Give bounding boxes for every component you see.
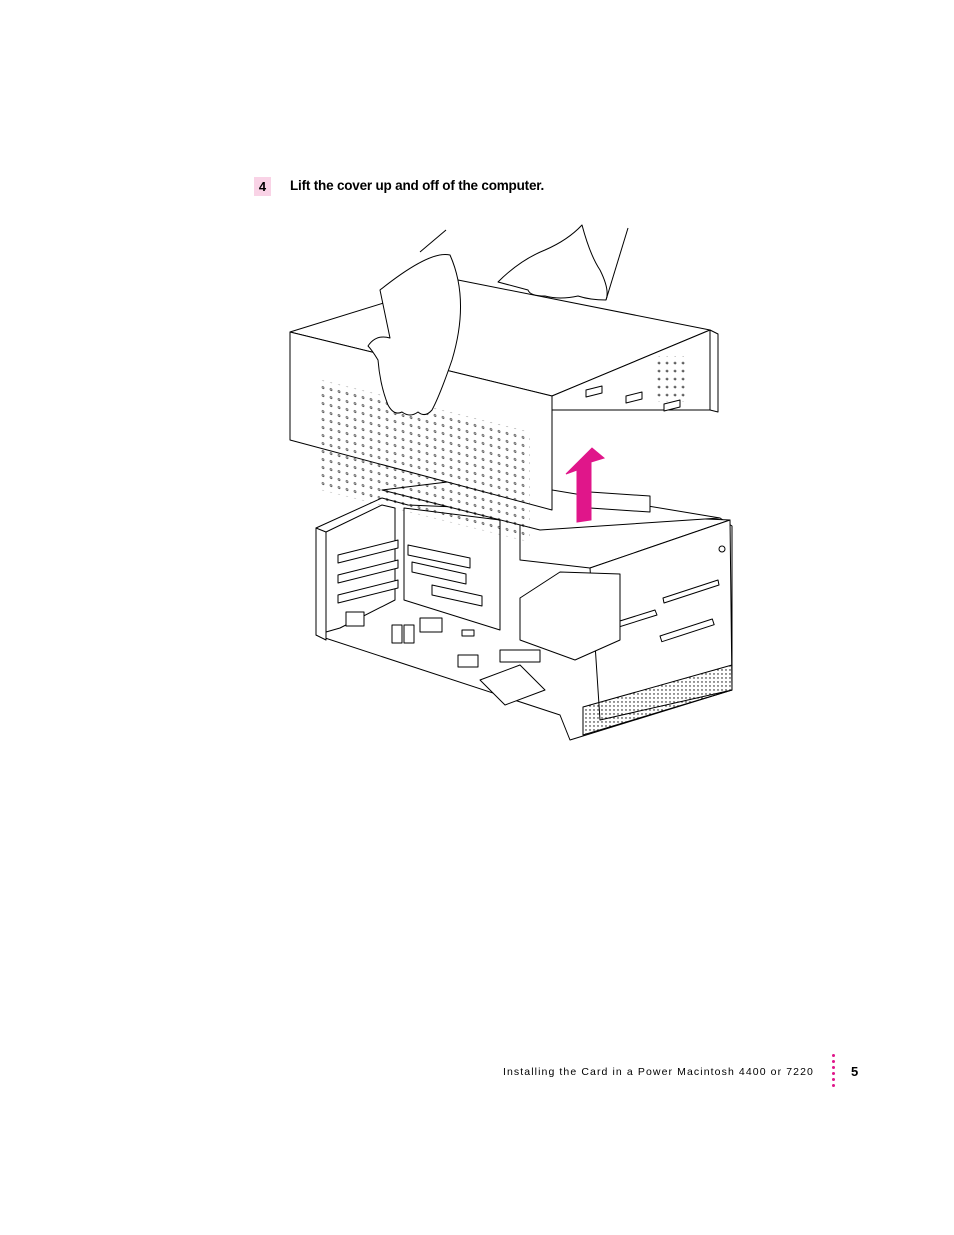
computer-cover bbox=[289, 279, 719, 543]
dotted-rule bbox=[831, 1054, 837, 1094]
step-number-badge: 4 bbox=[254, 177, 271, 196]
step-instruction: Lift the cover up and off of the compute… bbox=[290, 178, 545, 193]
left-hand bbox=[367, 229, 462, 416]
page-number: 5 bbox=[851, 1064, 859, 1079]
lift-arrow-icon bbox=[565, 447, 606, 523]
running-footer: Installing the Card in a Power Macintosh… bbox=[502, 1066, 814, 1078]
right-hand bbox=[497, 224, 629, 301]
computer-cover-illustration bbox=[289, 224, 733, 741]
